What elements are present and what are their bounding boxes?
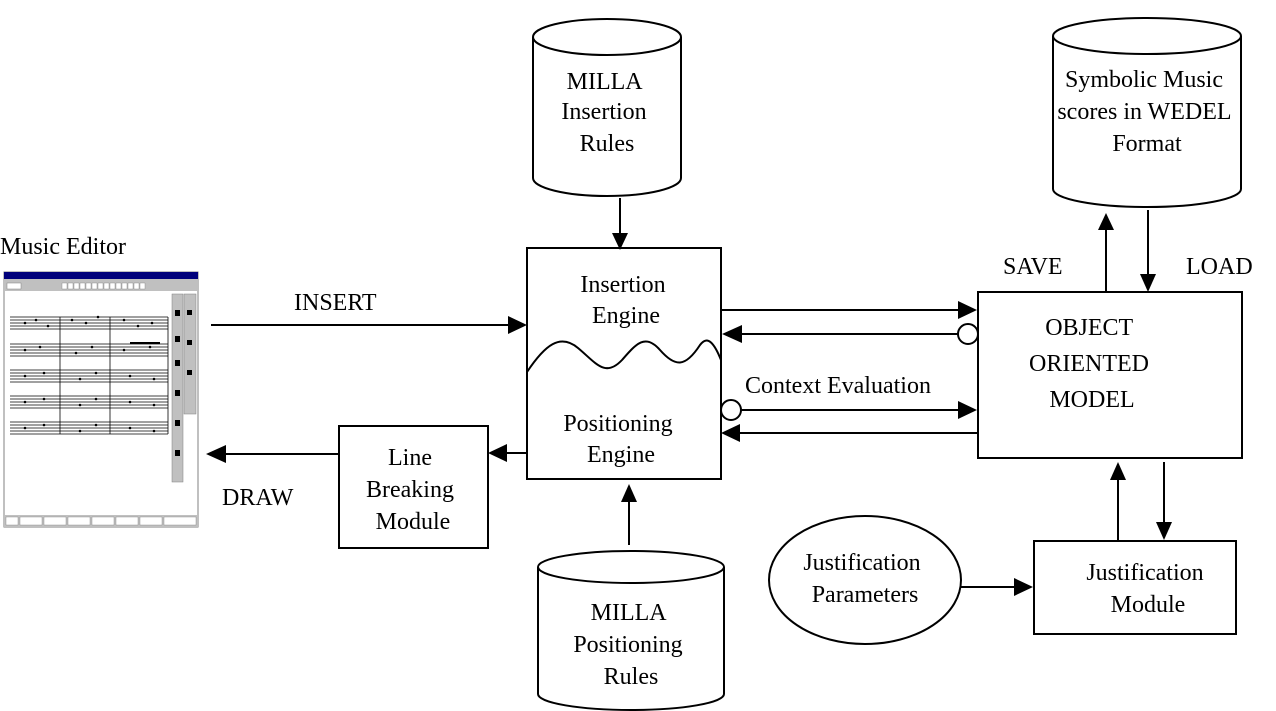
- line-breaking-line-1: Line: [388, 445, 432, 471]
- save-label: SAVE: [1003, 254, 1063, 280]
- object-model-line-1: OBJECT: [1045, 315, 1133, 341]
- line-breaking-line-2: Breaking: [366, 477, 454, 503]
- music-editor-label: Music Editor: [0, 234, 126, 260]
- arrow-positioning-rules-to-engine: [621, 484, 637, 545]
- object-model-line-3: MODEL: [1049, 387, 1134, 413]
- milla-insertion-line-3: Rules: [580, 131, 635, 157]
- symbolic-scores-line-3: Format: [1112, 131, 1182, 157]
- svg-text:OBJECT ORIENTED MO: OBJECT ORIENTED MODEL: [1029, 315, 1155, 413]
- editor-palette-1: [171, 293, 184, 483]
- editor-titlebar: [4, 272, 198, 279]
- editor-palette-2: [183, 293, 197, 415]
- svg-text:Line Breaking Modu: Line Breaking Module: [366, 445, 460, 535]
- draw-label: DRAW: [222, 485, 294, 511]
- milla-insertion-line-2: Insertion: [561, 99, 646, 125]
- justification-module-box: Justification Module: [1033, 540, 1237, 635]
- arrow-insertion-rules-to-engine: [612, 198, 628, 250]
- engine-box: Insertion Engine Positioning Engine: [526, 247, 722, 480]
- arrow-load: [1140, 210, 1156, 292]
- line-breaking-module-box: Line Breaking Module: [338, 425, 489, 549]
- insert-label: INSERT: [294, 290, 377, 316]
- justification-module-line-2: Module: [1111, 592, 1186, 618]
- justification-params-line-2: Parameters: [812, 582, 919, 608]
- arrow-engine-to-model-lower: [720, 399, 977, 421]
- arrow-model-to-engine-lower: [721, 424, 978, 442]
- milla-positioning-rules-db: MILLA Positioning Rules: [537, 550, 725, 711]
- milla-positioning-line-2: Positioning: [573, 632, 682, 658]
- svg-text:Insertion Engine: Insertion Engine: [580, 272, 671, 329]
- arrow-justification-to-model: [1110, 462, 1126, 541]
- svg-text:Symbolic Music scores in: Symbolic Music scores in WEDEL Format: [1057, 67, 1236, 157]
- svg-text:Justification Module: Justification Module: [1086, 560, 1209, 618]
- arrow-model-to-engine-upper: [722, 323, 979, 345]
- positioning-engine-line-1: Positioning: [563, 411, 672, 437]
- symbolic-scores-line-1: Symbolic Music: [1065, 67, 1223, 93]
- svg-text:MILLA Insertion Ru: MILLA Insertion Rules: [561, 69, 652, 157]
- insertion-engine-line-1: Insertion: [580, 272, 665, 298]
- milla-insertion-line-1: MILLA: [567, 69, 644, 95]
- object-oriented-model-box: OBJECT ORIENTED MODEL: [977, 291, 1243, 459]
- milla-positioning-line-3: Rules: [604, 664, 659, 690]
- svg-text:Positioning Engine: Positioning Engine: [563, 411, 678, 468]
- arrow-engine-to-model-upper: [721, 301, 977, 319]
- justification-module-line-1: Justification: [1086, 560, 1203, 586]
- svg-text:MILLA Positioning: MILLA Positioning Rules: [573, 600, 688, 690]
- arrow-params-to-justification: [961, 578, 1033, 596]
- justification-parameters-ellipse: Justification Parameters: [768, 515, 962, 645]
- milla-insertion-rules-db: MILLA Insertion Rules: [532, 18, 682, 197]
- symbolic-scores-line-2: scores in WEDEL: [1057, 99, 1231, 125]
- arrow-draw: [206, 445, 339, 463]
- insertion-engine-line-2: Engine: [592, 303, 660, 329]
- object-model-line-2: ORIENTED: [1029, 351, 1149, 377]
- arrow-engine-to-line-breaking: [488, 444, 527, 462]
- symbolic-scores-db: Symbolic Music scores in WEDEL Format: [1052, 17, 1242, 208]
- arrow-save: [1098, 213, 1114, 292]
- arrow-model-to-justification: [1156, 462, 1172, 540]
- svg-text:Justification Parameters: Justification Parameters: [803, 550, 926, 608]
- context-evaluation-label: Context Evaluation: [745, 373, 931, 399]
- music-editor-thumbnail: [3, 271, 199, 528]
- milla-positioning-line-1: MILLA: [591, 600, 668, 626]
- line-breaking-line-3: Module: [376, 509, 451, 535]
- justification-params-line-1: Justification: [803, 550, 920, 576]
- engine-divider-wave: [526, 339, 722, 373]
- load-label: LOAD: [1186, 254, 1253, 280]
- arrow-insert: [211, 316, 527, 334]
- positioning-engine-line-2: Engine: [587, 442, 655, 468]
